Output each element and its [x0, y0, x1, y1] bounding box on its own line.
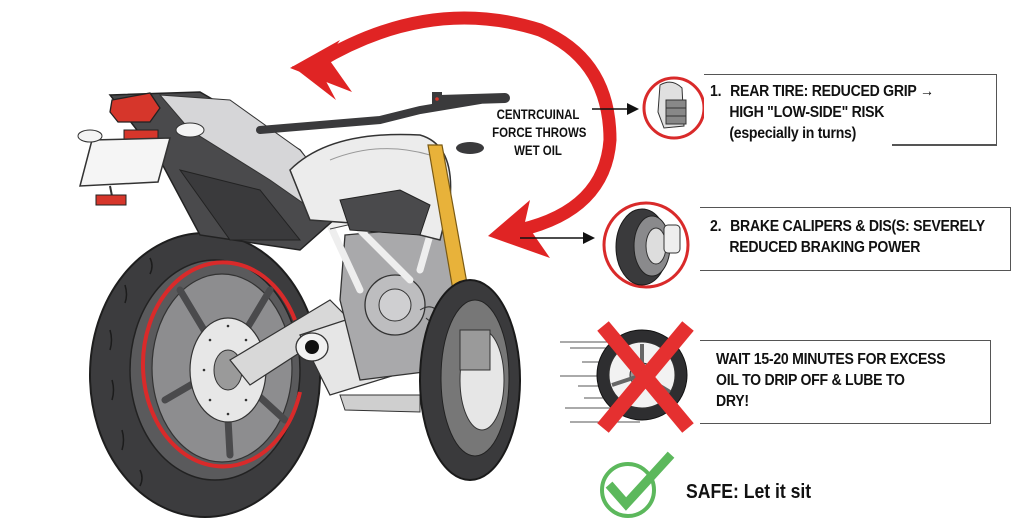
callout-wait: WAIT 15-20 MINUTES FOR EXCESS OIL TO DRI… [700, 340, 991, 424]
callout-line: (especially in turns) [729, 125, 857, 142]
callout-rear-tire: 1. REAR TIRE: REDUCED GRIP → HIGH "LOW-S… [704, 74, 997, 146]
callout-brakes: 2. BRAKE CALIPERS & DIS(S: SEVERELY REDU… [700, 207, 1011, 271]
force-label-line: CENTRCUINAL [496, 107, 580, 122]
callout-1-underline [892, 144, 997, 146]
rear-wheel-highlight-ring [140, 260, 302, 469]
safe-label: SAFE: Let it sit [686, 481, 812, 503]
centrifugal-force-label: CENTRCUINAL FORCE THROWS WET OIL [492, 106, 587, 160]
centrifugal-force-arrow [290, 11, 617, 258]
green-checkmark-icon [600, 451, 675, 518]
spinning-wheel-crossed-out-icon [560, 321, 694, 433]
handlebars [256, 92, 510, 154]
tail-light [109, 92, 161, 143]
callout-line: REDUCED BRAKING POWER [729, 239, 921, 256]
callout-number: 1. [710, 83, 722, 100]
rear-turn-signals [77, 122, 205, 143]
tail-section [108, 91, 347, 251]
rear-wheel [89, 232, 321, 518]
force-label-line: WET OIL [514, 143, 562, 158]
brake-caliper-closeup-icon [642, 76, 706, 140]
force-label-line: FORCE THROWS [492, 125, 587, 140]
callout-line: BRAKE CALIPERS & DIS(S: SEVERELY [730, 218, 985, 235]
front-wheel [419, 279, 521, 481]
callout-line: WAIT 15-20 MINUTES FOR EXCESS [716, 351, 946, 368]
wheel-with-caliper-icon [602, 201, 690, 289]
callout-line: HIGH "LOW-SIDE" RISK [729, 104, 885, 121]
callout-line: REAR TIRE: REDUCED GRIP → [730, 83, 934, 100]
callout-line: DRY! [716, 393, 749, 410]
license-plate [79, 137, 171, 206]
callout-line: OIL TO DRIP OFF & LUBE TO [716, 372, 905, 389]
callout-number: 2. [710, 218, 722, 235]
